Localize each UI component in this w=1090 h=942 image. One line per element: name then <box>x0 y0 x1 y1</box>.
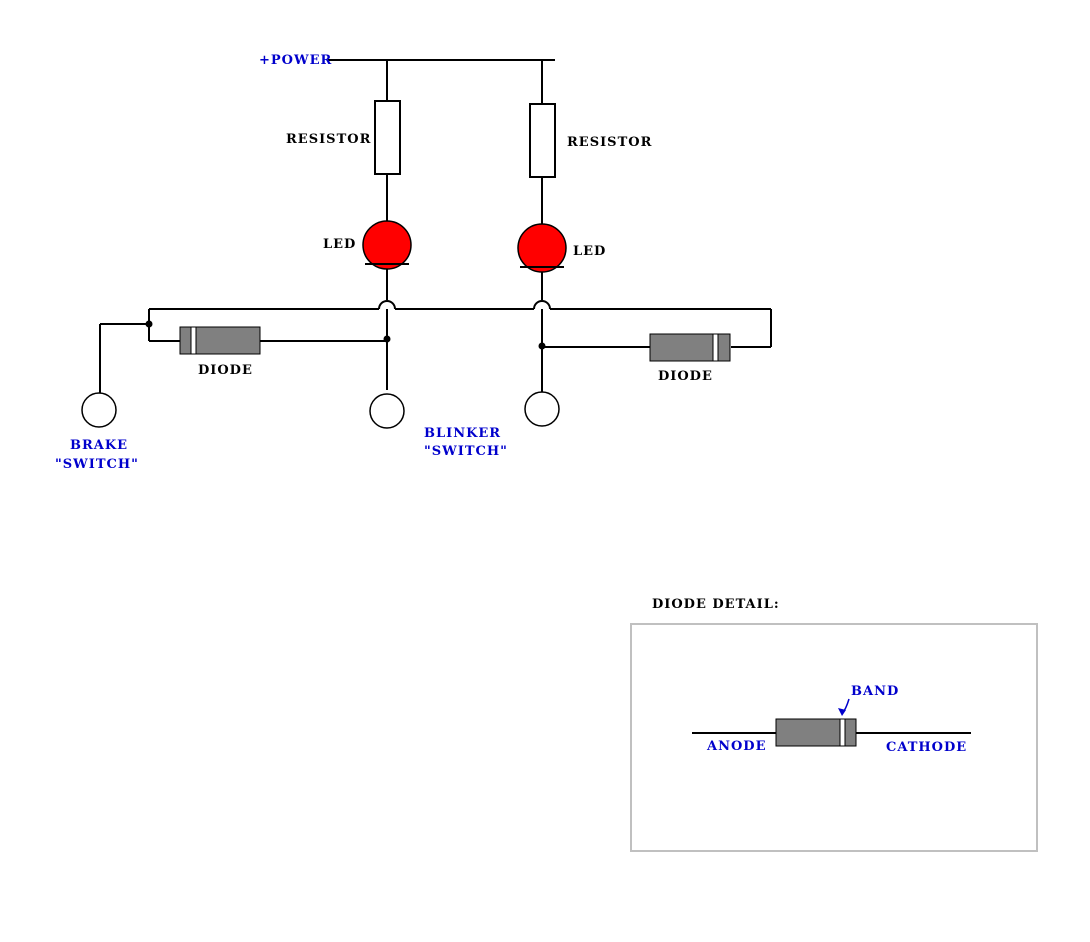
brake-label-line1: BRAKE <box>70 438 128 453</box>
left-resistor-label: RESISTOR <box>286 132 371 147</box>
blinker-switch-right[interactable] <box>524 391 560 427</box>
detail-band-label: BAND <box>851 684 899 699</box>
detail-diode-band <box>839 718 846 747</box>
brake-switch[interactable] <box>81 392 117 428</box>
left-crossover-hop <box>378 300 396 310</box>
left-resistor <box>374 100 401 175</box>
blinker-label-line2: "SWITCH" <box>424 444 508 459</box>
left-led <box>362 220 412 270</box>
brake-junction-dot <box>145 320 153 328</box>
left-led-label: LED <box>323 237 356 252</box>
blinker-label-line1: BLINKER <box>424 426 501 441</box>
left-diode-label: DIODE <box>198 363 253 378</box>
band-arrow-icon <box>838 698 850 716</box>
right-led <box>517 223 567 273</box>
detail-cathode-label: CATHODE <box>886 740 967 755</box>
left-diode-band <box>190 326 197 355</box>
right-diode-label: DIODE <box>658 369 713 384</box>
blinker-switch-left[interactable] <box>369 393 405 429</box>
power-label: +POWER <box>259 53 332 68</box>
right-crossover-hop <box>533 300 551 310</box>
detail-anode-label: ANODE <box>706 739 766 754</box>
diode-detail-title: DIODE DETAIL: <box>652 597 780 612</box>
right-resistor-label: RESISTOR <box>567 135 652 150</box>
right-led-label: LED <box>573 244 606 259</box>
right-diode-band <box>712 333 719 362</box>
brake-label-line2: "SWITCH" <box>55 457 139 472</box>
right-resistor <box>529 103 556 178</box>
